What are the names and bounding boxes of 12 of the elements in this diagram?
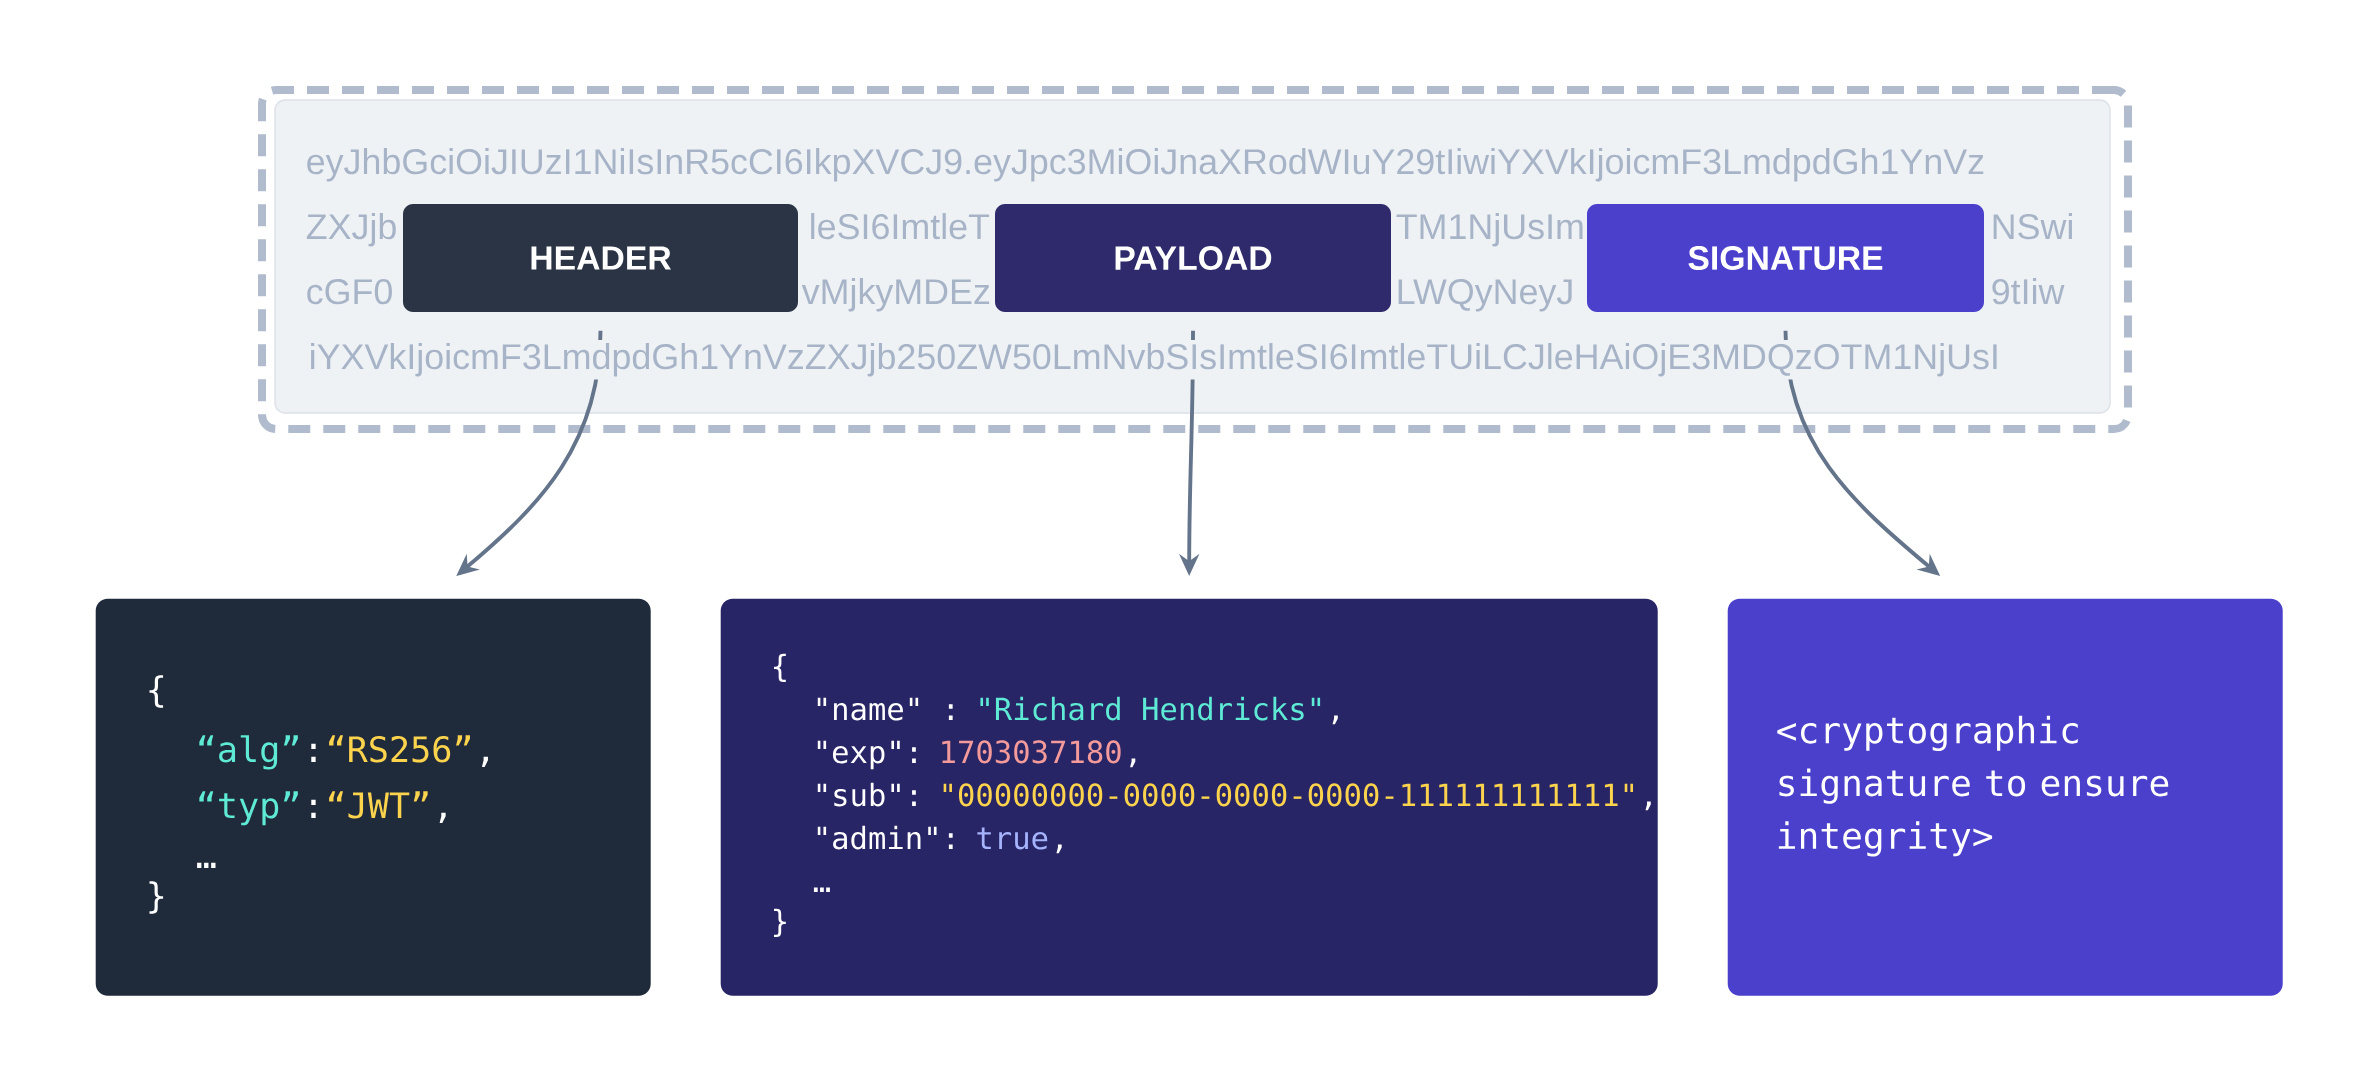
token-text: eyJhbGciOiJIUzI1NiIsInR5cCI6IkpXVCJ9.eyJpc3MiOiJnaXRodWIuY29tIiwiYXVkIjoicmF3LmdpdGh1YnVz <box>307 148 1984 182</box>
code-box: { “alg” : “RS256” , “typ” : “JWT” , … } <box>95 598 651 996</box>
section-label: HEADER <box>403 204 798 313</box>
token-text: TM1NjUsIm <box>1396 213 1583 247</box>
code-box: <cryptographic signature to ensure integrity> <box>1727 598 2283 996</box>
section-label: PAYLOAD <box>995 204 1391 313</box>
token-text: leSI6ImtleT <box>811 213 990 240</box>
token-text: vMjkyMDEz <box>801 278 990 312</box>
code-box: { "name" : "Richard Hendricks" , "exp": 1703037180 , "sub": "00000000-0000-0000-0000-111111111111" , "admin": true , … } <box>720 598 1658 996</box>
token-text: LWQyNeyJ <box>1398 279 1572 312</box>
token-text: iYXVkIjoicmF3LmdpdGh1YnVzZXJjb250ZW50LmNvbSIsImtleSI6ImtleTUiLCJleHAiOjE3MDQzOTM1NjUsI <box>305 340 2004 380</box>
section-label: SIGNATURE <box>1587 204 1984 313</box>
